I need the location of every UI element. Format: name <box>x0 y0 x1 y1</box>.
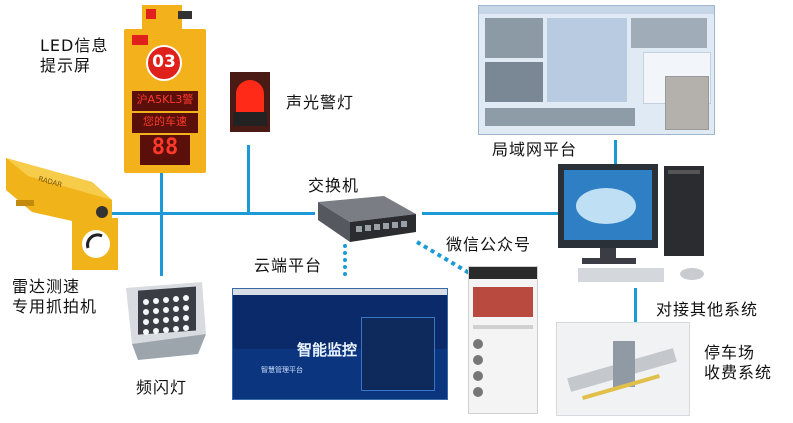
switch-label: 交换机 <box>308 176 360 195</box>
cloud-platform-screen: 智能监控 智慧管理平台 <box>232 288 448 400</box>
alarm-vertical-line <box>247 145 250 215</box>
led-vertical-line <box>160 170 163 214</box>
cloud-title: 智能监控 <box>297 341 358 359</box>
parking-system-label: 停车场 收费系统 <box>704 343 773 382</box>
lan-platform-screen <box>478 5 715 135</box>
switch-icon <box>318 196 416 242</box>
led-plate-text: 沪A5KL3警 <box>136 93 194 106</box>
flash-light-label: 频闪灯 <box>136 378 188 397</box>
other-vertical-line <box>634 288 637 322</box>
flash-vertical-line <box>160 214 163 276</box>
lan-platform-label: 局域网平台 <box>492 140 578 159</box>
alarm-light-label: 声光警灯 <box>286 93 355 112</box>
cloud-dotted-line <box>343 244 350 276</box>
main-horizontal-line <box>100 212 315 215</box>
led-speed-value: 88 <box>151 135 179 160</box>
parking-system-image <box>556 322 690 416</box>
flash-light-icon <box>126 282 206 360</box>
right-horizontal-line <box>422 212 560 215</box>
led-number: 03 <box>152 52 176 72</box>
cloud-subtitle: 智慧管理平台 <box>261 366 303 374</box>
radar-camera-icon <box>6 158 118 270</box>
led-speed-label: 您的车速 <box>143 115 187 128</box>
radar-camera-label: 雷达测速 专用抓拍机 <box>12 277 98 316</box>
wechat-phone-screen <box>468 266 538 414</box>
lan-vertical-line <box>614 140 617 166</box>
computer-icon <box>558 164 704 282</box>
alarm-light-icon <box>230 72 270 132</box>
led-display-sign <box>124 5 206 173</box>
led-display-label: LED信息 提示屏 <box>40 36 109 75</box>
cloud-platform-label: 云端平台 <box>254 256 323 275</box>
other-systems-label: 对接其他系统 <box>656 300 759 319</box>
wechat-label: 微信公众号 <box>446 235 532 254</box>
